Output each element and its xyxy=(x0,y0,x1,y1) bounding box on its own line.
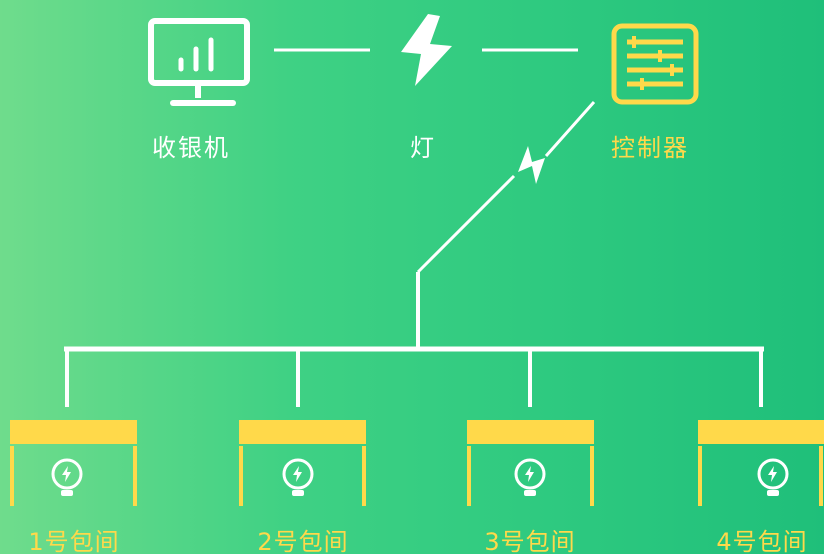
controller-panel-icon xyxy=(611,23,699,105)
room-table xyxy=(10,420,137,506)
lightbulb-icon xyxy=(51,458,83,496)
room-label-2: 2号包间 xyxy=(257,528,349,554)
monitor-chart-icon xyxy=(148,18,250,106)
room-table xyxy=(698,420,824,506)
lightbulb-icon xyxy=(514,458,546,496)
room-table xyxy=(239,420,366,506)
lightbulb-icon xyxy=(757,458,789,496)
cashier-label: 收银机 xyxy=(152,134,230,162)
controller-label: 控制器 xyxy=(611,134,689,162)
wireless-link-line xyxy=(416,174,516,274)
room-label-4: 4号包间 xyxy=(716,528,808,554)
lightning-icon xyxy=(401,14,452,86)
room-label-1: 1号包间 xyxy=(28,528,120,554)
wireless-bolt-icon xyxy=(518,146,545,184)
room-table xyxy=(467,420,594,506)
lightbulb-icon xyxy=(282,458,314,496)
room-label-3: 3号包间 xyxy=(484,528,576,554)
light-label: 灯 xyxy=(410,134,436,162)
wireless-link-line xyxy=(544,101,596,157)
